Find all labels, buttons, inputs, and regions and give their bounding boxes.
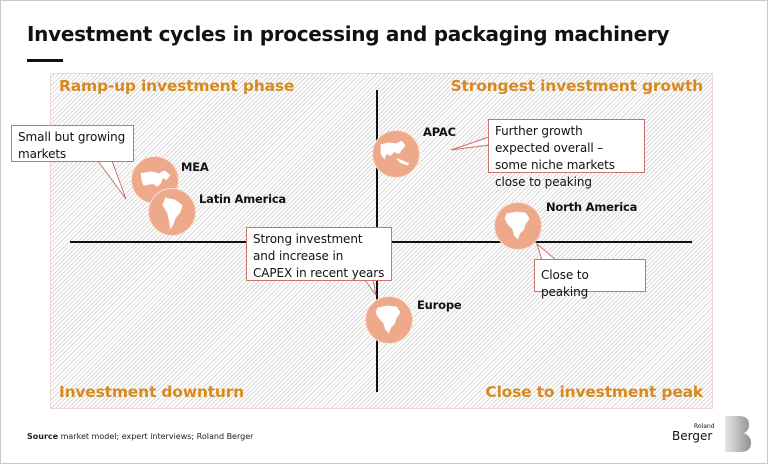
logo-text-roland: Roland: [694, 423, 715, 430]
region-circle-apac: [372, 130, 420, 178]
callout-small-growing: Small but growing markets: [11, 125, 134, 162]
roland-berger-logo: Roland Berger: [670, 414, 751, 454]
quadrant-label-top-right: Strongest investment growth: [450, 77, 704, 95]
region-label-mea: MEA: [181, 160, 209, 174]
region-circle-latin-america: [148, 188, 196, 236]
callout-apac-growth: Further growth expected overall – some n…: [488, 119, 645, 189]
callout-europe-strong: Strong investment and increase in CAPEX …: [246, 227, 392, 281]
quadrant-label-bottom-left: Investment downturn: [59, 383, 244, 401]
page-title: Investment cycles in processing and pack…: [27, 22, 670, 46]
region-label-north-america: North America: [546, 200, 638, 214]
region-label-apac: APAC: [423, 125, 456, 139]
europe-map-icon: [375, 305, 401, 334]
north-america-map-icon: [504, 211, 530, 240]
quadrant-label-top-left: Ramp-up investment phase: [59, 77, 295, 95]
region-label-europe: Europe: [417, 298, 462, 312]
asia-pacific-map-icon: [380, 140, 410, 166]
quadrant-label-bottom-right: Close to investment peak: [485, 383, 703, 401]
logo-b-icon: [725, 416, 751, 452]
logo-text-berger: Berger: [672, 429, 713, 443]
region-circle-europe: [365, 296, 413, 344]
middle-east-africa-map-icon: [140, 170, 171, 187]
source-note: Source market model; expert interviews; …: [27, 432, 253, 441]
source-label: Source: [27, 432, 59, 441]
region-label-latin-america: Latin America: [199, 192, 286, 206]
title-underline: [27, 59, 63, 62]
callout-north-america-peaking: Close to peaking: [534, 259, 646, 299]
source-text: market model; expert interviews; Roland …: [60, 432, 254, 441]
region-circle-north-america: [494, 202, 542, 250]
south-america-map-icon: [162, 197, 183, 230]
